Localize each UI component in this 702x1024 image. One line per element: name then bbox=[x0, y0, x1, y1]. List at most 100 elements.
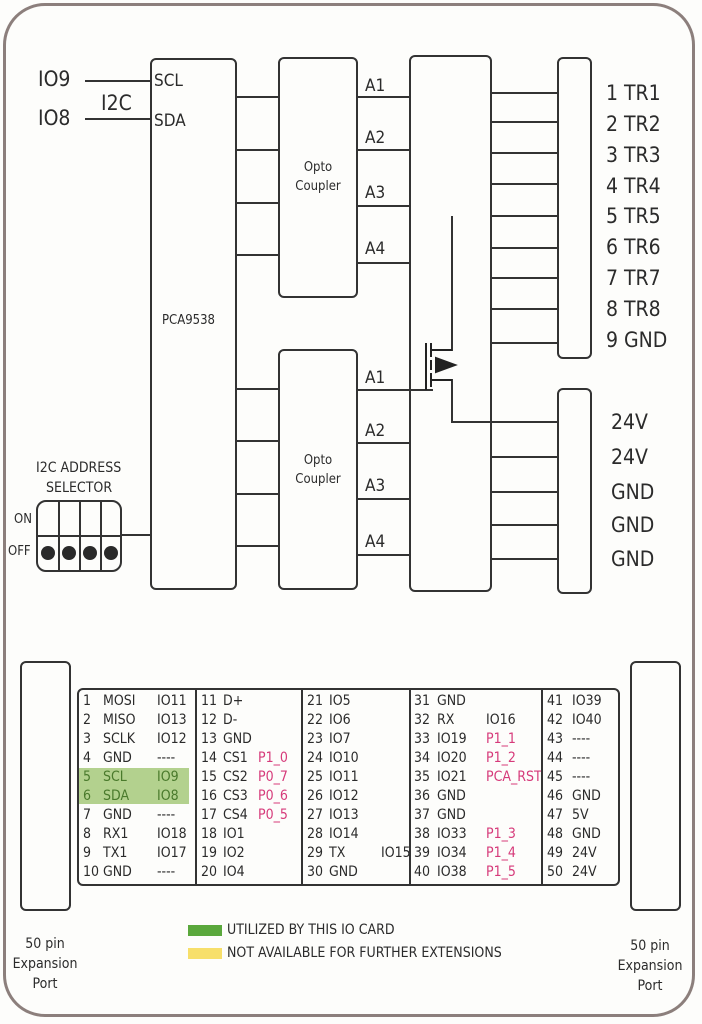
output-label: A2 bbox=[365, 421, 386, 441]
pin-number: 39 bbox=[414, 845, 431, 861]
pin-io: ---- bbox=[157, 750, 176, 766]
terminal-label: 5 TR5 bbox=[606, 204, 661, 228]
pin-name: CS3 bbox=[223, 788, 248, 804]
pin-name: ---- bbox=[572, 769, 591, 785]
pin-name: TX1 bbox=[103, 845, 128, 861]
pin-number: 21 bbox=[307, 693, 324, 709]
pin-number: 41 bbox=[547, 693, 564, 709]
pin-alt-signal: P1_5 bbox=[486, 864, 516, 880]
pin-name: IO40 bbox=[572, 712, 602, 728]
pin-row: 42 IO40 bbox=[543, 712, 620, 729]
pin-name: IO19 bbox=[437, 731, 467, 747]
output-label: A3 bbox=[365, 183, 386, 203]
left-port-label: Port bbox=[32, 976, 58, 992]
optocoupler-label: Coupler bbox=[295, 472, 341, 487]
terminal-label: 9 GND bbox=[606, 328, 668, 352]
pin-number: 32 bbox=[414, 712, 431, 728]
pin-number: 50 bbox=[547, 864, 564, 880]
pin-row: 47 5V bbox=[543, 807, 620, 824]
terminal-label: 3 TR3 bbox=[606, 143, 661, 167]
pin-number: 26 bbox=[307, 788, 324, 804]
pin-name: GND bbox=[572, 826, 601, 842]
pin-name: IO4 bbox=[223, 864, 245, 880]
dip-switch-2-off[interactable] bbox=[62, 546, 76, 560]
left-expansion-port bbox=[20, 661, 71, 911]
pin-name: CS1 bbox=[223, 750, 248, 766]
dip-switch-1-off[interactable] bbox=[41, 546, 55, 560]
pin-number: 30 bbox=[307, 864, 324, 880]
dip-switch-3-off[interactable] bbox=[83, 546, 97, 560]
pin-number: 27 bbox=[307, 807, 324, 823]
pin-number: 25 bbox=[307, 769, 324, 785]
pin-row: 45---- bbox=[543, 769, 620, 786]
address-selector-title: SELECTOR bbox=[46, 480, 113, 496]
pin-name: 5V bbox=[572, 807, 589, 823]
pin-number: 47 bbox=[547, 807, 564, 823]
pin-name: GND bbox=[223, 731, 252, 747]
driver-block bbox=[409, 55, 492, 592]
terminal-label: 1 TR1 bbox=[606, 81, 661, 105]
pin-alt-signal: P1_3 bbox=[486, 826, 516, 842]
pin-alt-signal: P0_6 bbox=[258, 788, 288, 804]
utilized-highlight bbox=[79, 768, 189, 804]
pin-name: IO39 bbox=[572, 693, 602, 709]
pin-alt-signal: P0_5 bbox=[258, 807, 288, 823]
pca9538-block: SCL SDA PCA9538 bbox=[150, 58, 237, 590]
address-selector-title: I2C ADDRESS bbox=[36, 460, 122, 476]
right-expansion-port bbox=[630, 661, 681, 911]
legend-label-utilized: UTILIZED BY THIS IO CARD bbox=[227, 922, 395, 938]
pin-number: 13 bbox=[201, 731, 218, 747]
terminal-label: 6 TR6 bbox=[606, 235, 661, 259]
pin-name: IO14 bbox=[329, 826, 359, 842]
right-port-label: Expansion bbox=[617, 958, 683, 974]
pin-name: TX bbox=[329, 845, 346, 861]
pin-number: 40 bbox=[414, 864, 431, 880]
pin-number: 44 bbox=[547, 750, 564, 766]
power-terminal-label: 24V bbox=[611, 410, 648, 434]
dip-switch-4-off[interactable] bbox=[104, 546, 118, 560]
pin-number: 6 bbox=[83, 788, 92, 804]
pin-name: SDA bbox=[103, 788, 130, 804]
pin-name: GND bbox=[103, 750, 132, 766]
pin-number: 20 bbox=[201, 864, 218, 880]
power-terminal-label: GND bbox=[611, 547, 655, 571]
pin-number: 16 bbox=[201, 788, 218, 804]
pin-name: IO11 bbox=[329, 769, 359, 785]
terminal-block-outputs bbox=[557, 57, 592, 359]
pin-name: IO33 bbox=[437, 826, 467, 842]
pin-name: IO12 bbox=[329, 788, 359, 804]
pin-number: 42 bbox=[547, 712, 564, 728]
pin-number: 1 bbox=[83, 693, 92, 709]
output-label: A2 bbox=[365, 128, 386, 148]
pin-io: ---- bbox=[157, 807, 176, 823]
off-label: OFF bbox=[8, 544, 31, 559]
terminal-label: 2 TR2 bbox=[606, 112, 661, 136]
pin-number: 11 bbox=[201, 693, 218, 709]
pin-name: GND bbox=[329, 864, 358, 880]
pin-name: RX bbox=[437, 712, 455, 728]
pin-name: IO5 bbox=[329, 693, 351, 709]
pin-name: RX1 bbox=[103, 826, 129, 842]
